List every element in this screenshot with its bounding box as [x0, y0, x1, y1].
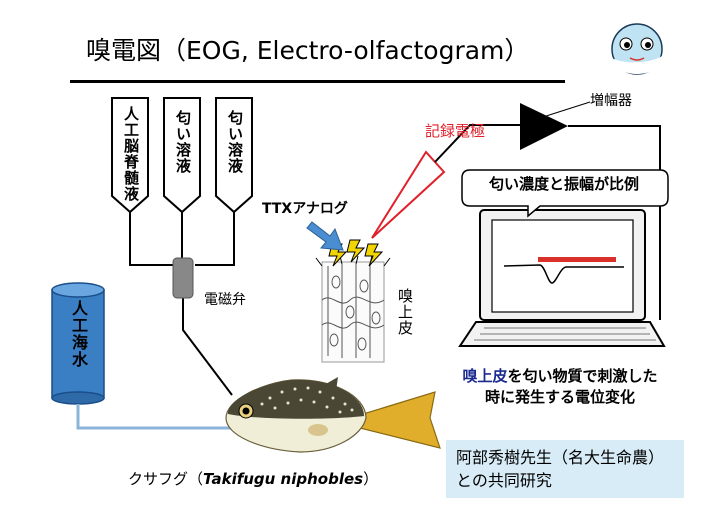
solution-tube-1	[111, 97, 149, 214]
potential-change-description: 嗅上皮を匂い物質で刺激した 時に発生する電位変化	[440, 366, 680, 408]
stimulus-marker	[538, 257, 616, 262]
tubing-lines	[129, 212, 235, 396]
seawater-tube	[76, 404, 268, 430]
amplifier-output-wire	[568, 125, 661, 320]
description-line-1: を匂い物質で刺激した	[507, 367, 658, 385]
amplifier-label-pointer	[542, 101, 591, 118]
title-underline	[70, 80, 565, 83]
collaboration-line-2: との共同研究	[456, 471, 552, 490]
valve-label: 電磁弁	[204, 292, 246, 308]
seawater-label: 人工海水	[69, 300, 88, 368]
caption-scientific-name: Takifugu niphobles	[203, 470, 364, 488]
solution-tube-3	[215, 97, 253, 214]
collaboration-box: 阿部秀樹先生（名大生命農） との共同研究	[446, 440, 684, 498]
speech-bubble	[461, 169, 669, 218]
solution-tube-2	[163, 97, 201, 214]
amplifier-symbol	[520, 103, 568, 150]
olfactory-epithelium	[315, 255, 391, 363]
speech-bubble-text: 匂い濃度と振幅が比例	[488, 175, 639, 193]
amplifier-label: 増幅器	[590, 93, 632, 109]
electrode-label: 記録電極	[425, 122, 486, 140]
recording-electrode	[371, 150, 446, 239]
caption-prefix: クサフグ（	[128, 470, 204, 488]
fish-caption: クサフグ（Takifugu niphobles）	[128, 468, 378, 489]
laptop-display	[458, 209, 666, 347]
page-title: 嗅電図（EOG, Electro-olfactogram）	[86, 36, 530, 65]
pufferfish-illustration	[225, 377, 441, 453]
tube-label-odor-1: 匂い溶液	[174, 110, 192, 174]
tube-label-csf: 人工脳脊髄液	[122, 106, 140, 202]
highlight-epithelium: 嗅上皮	[462, 367, 508, 385]
electrode-lead	[434, 124, 520, 163]
description-line-2: 時に発生する電位変化	[484, 388, 635, 406]
tube-label-odor-2: 匂い溶液	[226, 110, 244, 174]
caption-suffix: ）	[363, 470, 379, 488]
seawater-cylinder	[51, 282, 105, 405]
epithelium-label: 嗅上皮	[396, 288, 414, 336]
ttx-label: TTXアナログ	[262, 201, 348, 217]
ttx-arrow	[306, 221, 344, 251]
collaboration-line-1: 阿部秀樹先生（名大生命農）	[456, 448, 665, 467]
pufferfish-mascot-icon	[611, 23, 663, 75]
eog-trace	[503, 264, 624, 284]
solenoid-valve	[172, 257, 194, 299]
